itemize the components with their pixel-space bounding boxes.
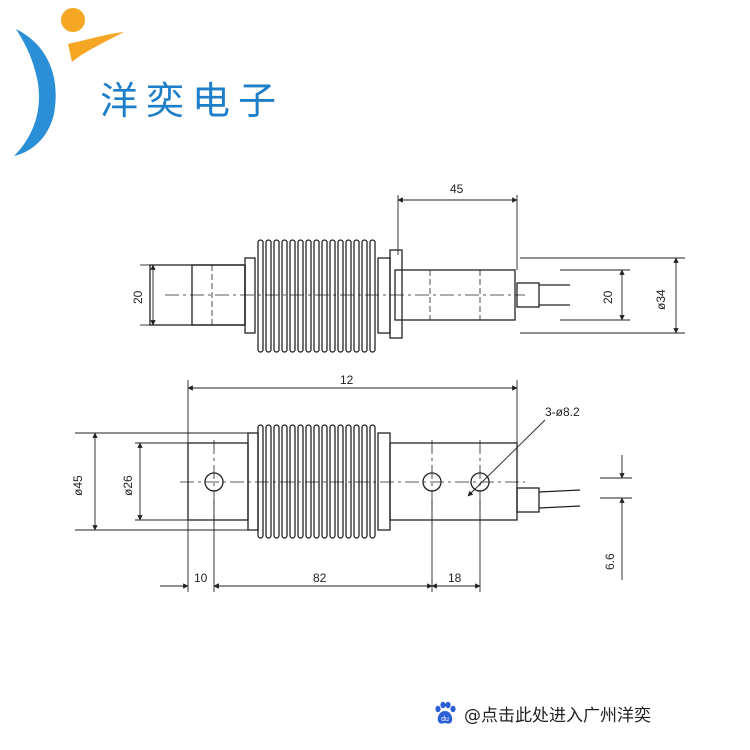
bellows-fin [305, 239, 312, 353]
bellows-fin [273, 424, 280, 539]
bellows-fin [257, 424, 264, 539]
bellows-fin [281, 239, 288, 353]
bellows-fin [369, 239, 376, 353]
dim-bottom-left: 10 [194, 571, 208, 585]
bellows-fin [257, 239, 264, 353]
dim-right-offset: 6.6 [603, 553, 617, 570]
bellows-fin [353, 239, 360, 353]
bellows-fin [321, 239, 328, 353]
bellows-fin [281, 424, 288, 539]
bellows-fin [361, 239, 368, 353]
bellows-fin [337, 239, 344, 353]
top-view [149, 239, 570, 353]
top-fins [257, 239, 376, 353]
bellows-fin [337, 424, 344, 539]
front-cable-gland [516, 487, 540, 513]
front-cable-lower [538, 505, 581, 509]
dim-left-diameter-inner: ø26 [121, 475, 135, 496]
bellows-fin [273, 239, 280, 353]
bellows-fin [313, 239, 320, 353]
bellows-fin [329, 239, 336, 353]
bellows-fin [313, 424, 320, 539]
hole-leader-line [467, 419, 546, 497]
brand-logo-icon [14, 8, 124, 156]
dim-front-overall: 12 [340, 373, 354, 387]
bellows-fin [297, 239, 304, 353]
front-dimensions [75, 380, 632, 592]
front-view [180, 424, 581, 539]
front-fins [257, 424, 376, 539]
dim-hole-spec: 3-ø8.2 [545, 405, 580, 419]
top-right-flange [377, 257, 391, 334]
front-cable-upper [538, 489, 581, 493]
brand-name: 洋奕电子 [100, 79, 285, 123]
top-left-flange [244, 257, 256, 334]
baidu-paw-icon: du [435, 701, 456, 724]
dim-bottom-right: 18 [448, 571, 462, 585]
dim-left-diameter-outer: ø45 [71, 475, 85, 496]
dim-bottom-middle: 82 [313, 571, 327, 585]
logo-swoosh-right-icon [68, 32, 124, 62]
logo-dot-icon [61, 8, 85, 32]
bellows-fin [321, 424, 328, 539]
dim-top-width: 45 [450, 182, 464, 196]
bellows-fin [297, 424, 304, 539]
footer-link-text[interactable]: @点击此处进入广州洋奕 [464, 705, 651, 726]
bellows-fin [289, 424, 296, 539]
svg-text:du: du [441, 716, 449, 723]
bellows-fin [265, 239, 272, 353]
bellows-fin [353, 424, 360, 539]
logo-swoosh-left-icon [14, 29, 56, 156]
bellows-fin [329, 424, 336, 539]
front-right-block [389, 442, 518, 521]
front-right-flange [377, 432, 391, 531]
bellows-fin [361, 424, 368, 539]
front-left-block [187, 442, 249, 521]
front-left-flange [247, 432, 259, 531]
bellows-fin [345, 239, 352, 353]
footer-link[interactable]: du @点击此处进入广州洋奕 [432, 700, 651, 726]
bellows-fin [289, 239, 296, 353]
bellows-fin [265, 424, 272, 539]
bellows-fin [345, 424, 352, 539]
bellows-fin [305, 424, 312, 539]
dim-top-right-height: 20 [601, 290, 615, 304]
top-dimensions [140, 195, 685, 334]
top-right-body-step [389, 249, 403, 339]
dim-top-left-height: 20 [131, 290, 145, 304]
bellows-fin [369, 424, 376, 539]
dim-top-diameter: ø34 [654, 289, 668, 310]
